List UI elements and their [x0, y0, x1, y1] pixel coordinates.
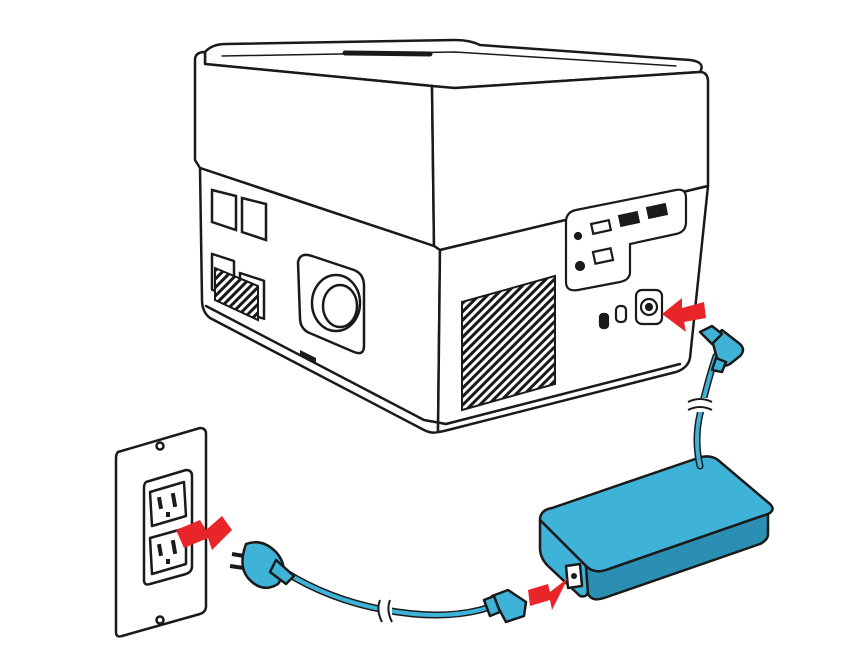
power-adapter-icon [538, 455, 774, 601]
slot-2 [614, 304, 628, 324]
security-slot [598, 312, 610, 330]
adapter-side [584, 512, 770, 601]
iec-connector [482, 588, 528, 624]
arrow-to-adapter [528, 578, 568, 610]
projector-foot [300, 350, 316, 364]
side-vent [461, 274, 556, 412]
outlet-screw-bottom [155, 615, 165, 625]
port-hdmi-1 [589, 218, 613, 236]
front-panels [210, 188, 268, 242]
arrow-to-projector [662, 298, 706, 332]
wall-outlet-icon [114, 426, 208, 638]
projector-top-stripe [342, 50, 433, 57]
ac-cord-break [377, 598, 393, 624]
projector-top-rim [221, 51, 677, 67]
arrow-to-outlet [176, 516, 232, 550]
dc-plug-icon [698, 324, 745, 374]
port-hdmi-3 [645, 202, 669, 220]
port-hdmi-2 [617, 210, 641, 228]
ac-plug-icon [229, 541, 296, 590]
arrow-right-icon [176, 298, 706, 610]
port-panel [564, 188, 688, 292]
port-audio [574, 260, 586, 272]
dc-cable-break [686, 398, 714, 412]
outlet-ground-hole [166, 512, 170, 517]
outlet-receptacle-bottom [148, 526, 188, 576]
port-small [573, 231, 583, 241]
front-vent-left [214, 266, 259, 322]
ac-cord-cable [281, 568, 514, 619]
outlet-screw-top [155, 441, 165, 451]
power-inlet-area [598, 288, 664, 330]
port-usb [591, 246, 615, 266]
outlet-receptacle-top [148, 480, 188, 528]
projector-lens [296, 253, 366, 355]
